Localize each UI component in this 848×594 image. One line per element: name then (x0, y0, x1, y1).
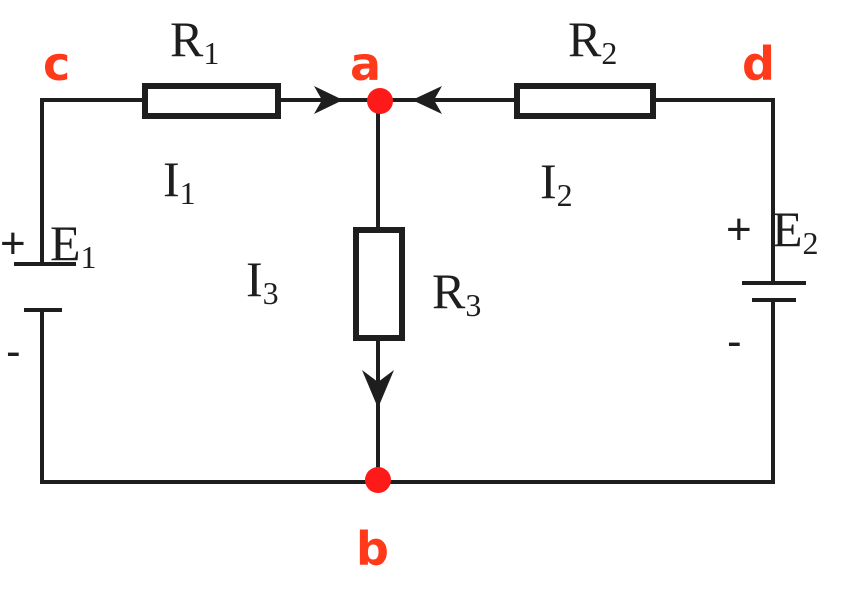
e1-minus-sign: - (6, 327, 21, 376)
node-label-c: c (43, 37, 70, 91)
label-i3-sub: 3 (263, 275, 279, 311)
e1-plus-sign: + (0, 219, 26, 268)
label-i1-base: I (163, 151, 180, 207)
label-r2-base: R (568, 11, 602, 67)
label-r3: R3 (432, 263, 481, 323)
current-arrow-i2 (412, 86, 442, 114)
node-label-a: a (350, 37, 381, 91)
label-r2: R2 (568, 11, 617, 71)
label-r1-base: R (170, 11, 204, 67)
label-i3: I3 (246, 251, 279, 311)
label-e2-sub: 2 (803, 225, 819, 261)
node-label-d: d (742, 37, 775, 91)
e2-plus-sign: + (726, 205, 752, 254)
label-i1: I1 (163, 151, 196, 211)
current-arrow-i1 (314, 86, 343, 114)
label-i2-sub: 2 (557, 177, 573, 213)
wires (40, 98, 775, 484)
label-r1: R1 (170, 11, 219, 71)
label-e1-base: E (50, 215, 81, 271)
resistor-r2 (514, 83, 656, 119)
resistor-r1 (142, 83, 281, 119)
label-e2-base: E (772, 201, 803, 257)
label-e1: E1 (50, 215, 97, 275)
node-b-dot (365, 467, 391, 493)
resistor-r3 (353, 227, 405, 341)
e2-minus-sign: - (727, 317, 742, 366)
label-i2-base: I (540, 153, 557, 209)
label-e1-sub: 1 (81, 239, 97, 275)
label-r2-sub: 2 (601, 35, 617, 71)
node-label-b: b (356, 522, 389, 576)
label-r3-sub: 3 (465, 287, 481, 323)
current-arrow-i3 (362, 370, 394, 408)
label-r3-base: R (432, 263, 466, 319)
label-e2: E2 (772, 201, 819, 261)
label-i3-base: I (246, 251, 263, 307)
label-r1-sub: 1 (203, 35, 219, 71)
node-a-dot (367, 88, 393, 114)
label-i2: I2 (540, 153, 573, 213)
label-i1-sub: 1 (180, 175, 196, 211)
